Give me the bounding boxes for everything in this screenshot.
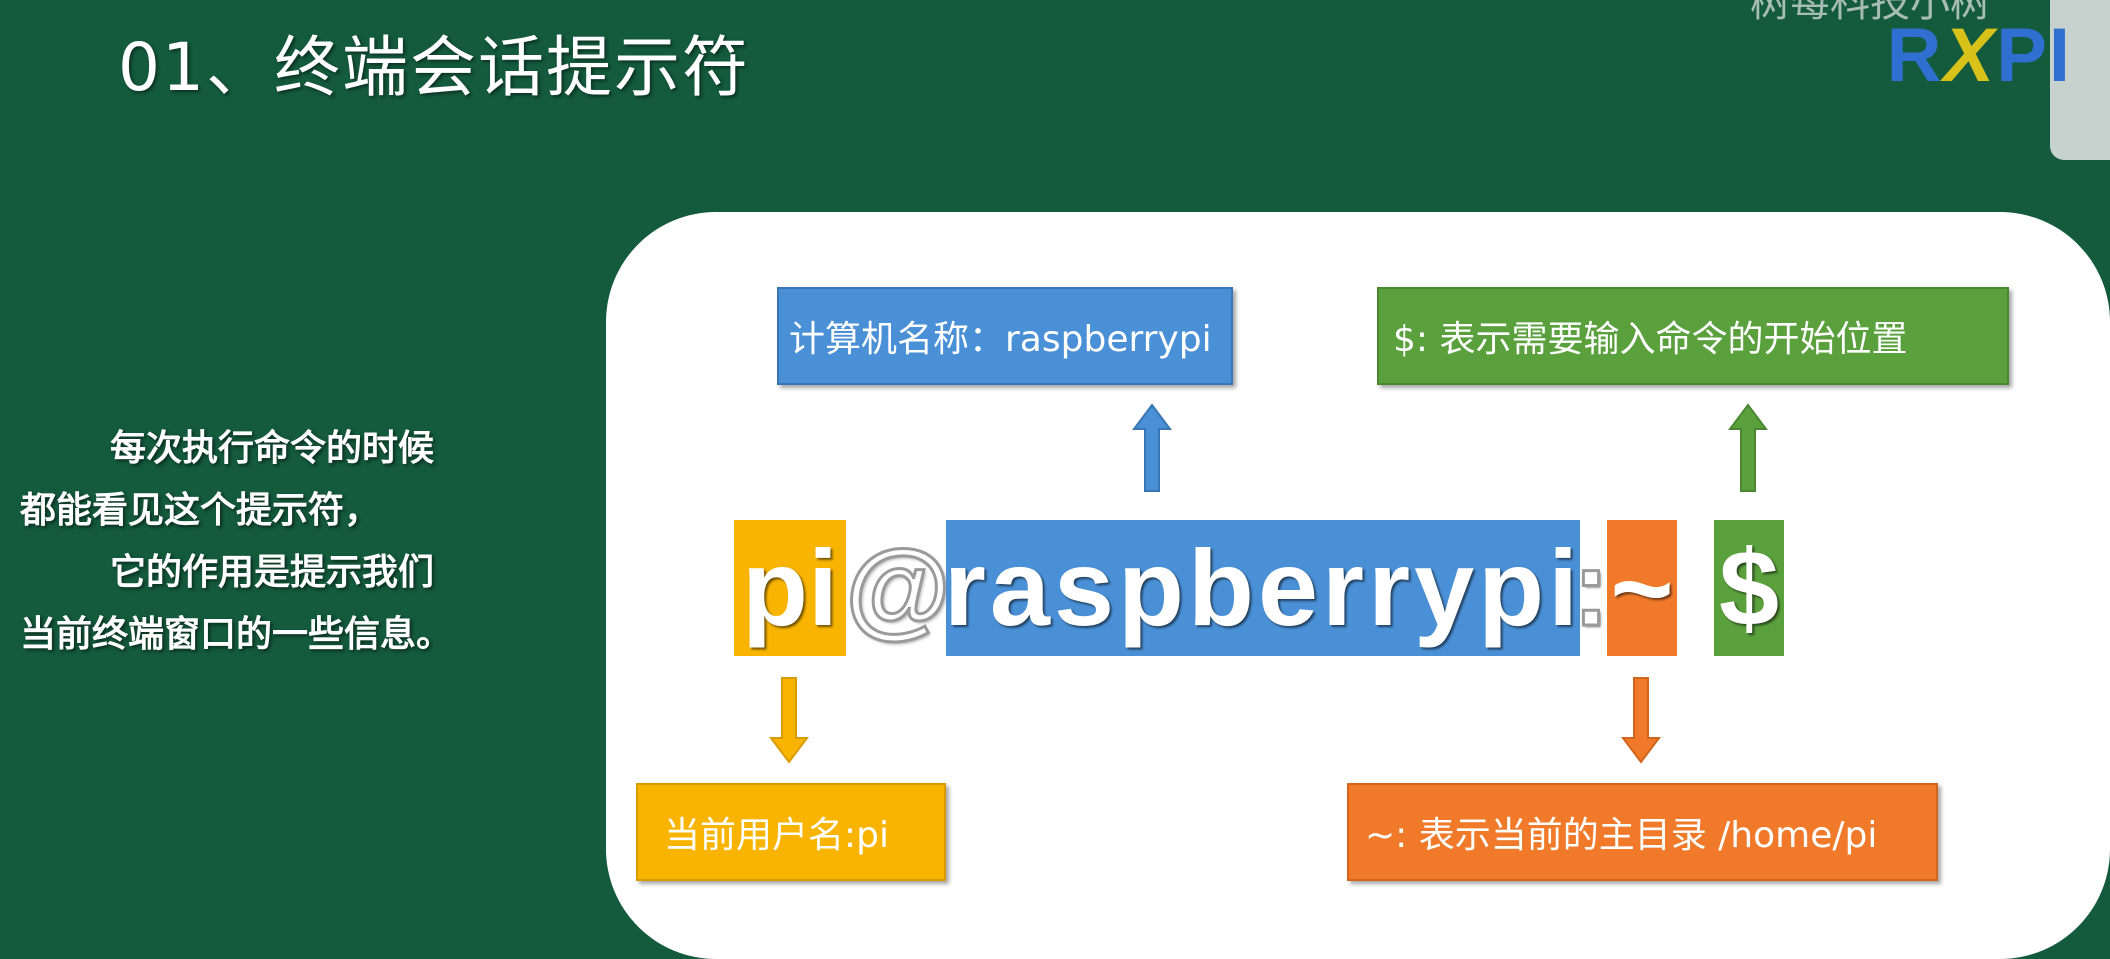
slide-title: 01、终端会话提示符	[118, 29, 750, 106]
corner-chip	[2050, 0, 2110, 160]
home-callout: ~: 表示当前的主目录 /home/pi	[1347, 783, 1938, 881]
logo-letter-r: R	[1886, 13, 1944, 98]
hostname-callout: 计算机名称：raspberrypi	[777, 287, 1233, 385]
description-line-4: 当前终端窗口的一些信息。	[20, 614, 453, 655]
rxpi-logo: RXPI	[1887, 18, 2072, 94]
description-line-2: 都能看见这个提示符，	[20, 490, 381, 531]
prompt-colon: :	[1572, 527, 1611, 648]
prompt-dir-segment: ~	[1607, 520, 1677, 656]
dollar-callout: $: 表示需要输入命令的开始位置	[1377, 287, 2009, 385]
description-line-3: 它的作用是提示我们	[110, 552, 435, 593]
prompt-user-segment: pi	[734, 520, 846, 656]
prompt-at-sign: @	[844, 527, 952, 648]
description-line-1: 每次执行命令的时候	[110, 428, 435, 469]
logo-letter-x: X	[1943, 13, 1997, 98]
prompt-dollar-segment: $	[1714, 520, 1784, 656]
logo-letters-pi: PI	[1996, 13, 2072, 98]
description-text: 每次执行命令的时候 都能看见这个提示符， 它的作用是提示我们 当前终端窗口的一些…	[20, 418, 540, 666]
watermark-text: 树莓科技小树	[1750, 0, 1990, 26]
username-callout: 当前用户名:pi	[636, 783, 946, 881]
prompt-host-segment: raspberrypi	[944, 520, 1580, 656]
